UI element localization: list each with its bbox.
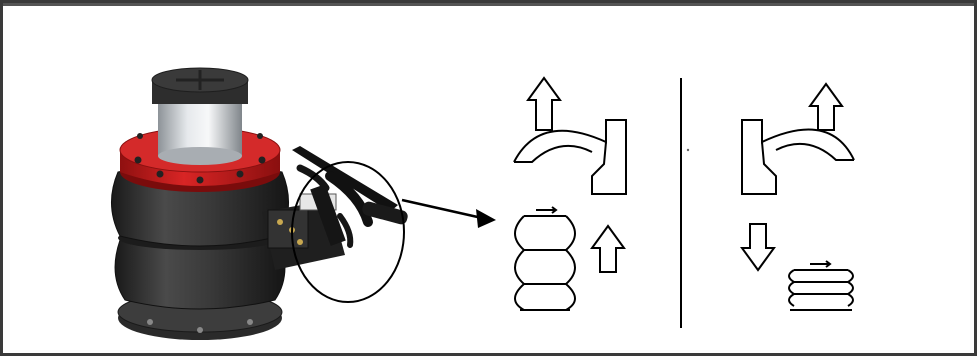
air-jack-illustration (110, 67, 496, 340)
valve-handle (292, 146, 408, 248)
flange-bolt (236, 170, 244, 178)
callout-pointer-head (476, 209, 496, 228)
lever-curved-handle-left (513, 119, 627, 195)
base-bolt (247, 319, 253, 325)
detail-callout-ellipse (291, 161, 405, 303)
lower-panel (740, 82, 855, 311)
flange-bolt (137, 133, 143, 139)
base-bolt (147, 319, 153, 325)
base-bolt (197, 327, 203, 333)
motion-down-arrow-icon (740, 223, 776, 272)
motion-up-arrow-icon (590, 224, 626, 273)
pad-groove (176, 70, 224, 90)
lever-up-arrow-icon (526, 76, 562, 131)
flange-bolt (156, 170, 164, 178)
flange-bolt (258, 156, 266, 164)
lever-curved-handle-right (741, 119, 855, 195)
flange-bolt (196, 176, 204, 184)
frame-top-rule (3, 3, 974, 6)
steel-piston (158, 98, 242, 156)
deflated-bellows-icon (788, 260, 854, 311)
divider-speck (686, 148, 690, 152)
raise-panel (513, 76, 627, 311)
inflated-bellows-icon (514, 206, 576, 311)
flange-bolt (257, 133, 263, 139)
steel-piston-bottom (158, 147, 242, 165)
flange-bolt (134, 156, 142, 164)
callout-pointer-line (401, 198, 483, 220)
lever-up-arrow-icon-right (808, 82, 844, 131)
